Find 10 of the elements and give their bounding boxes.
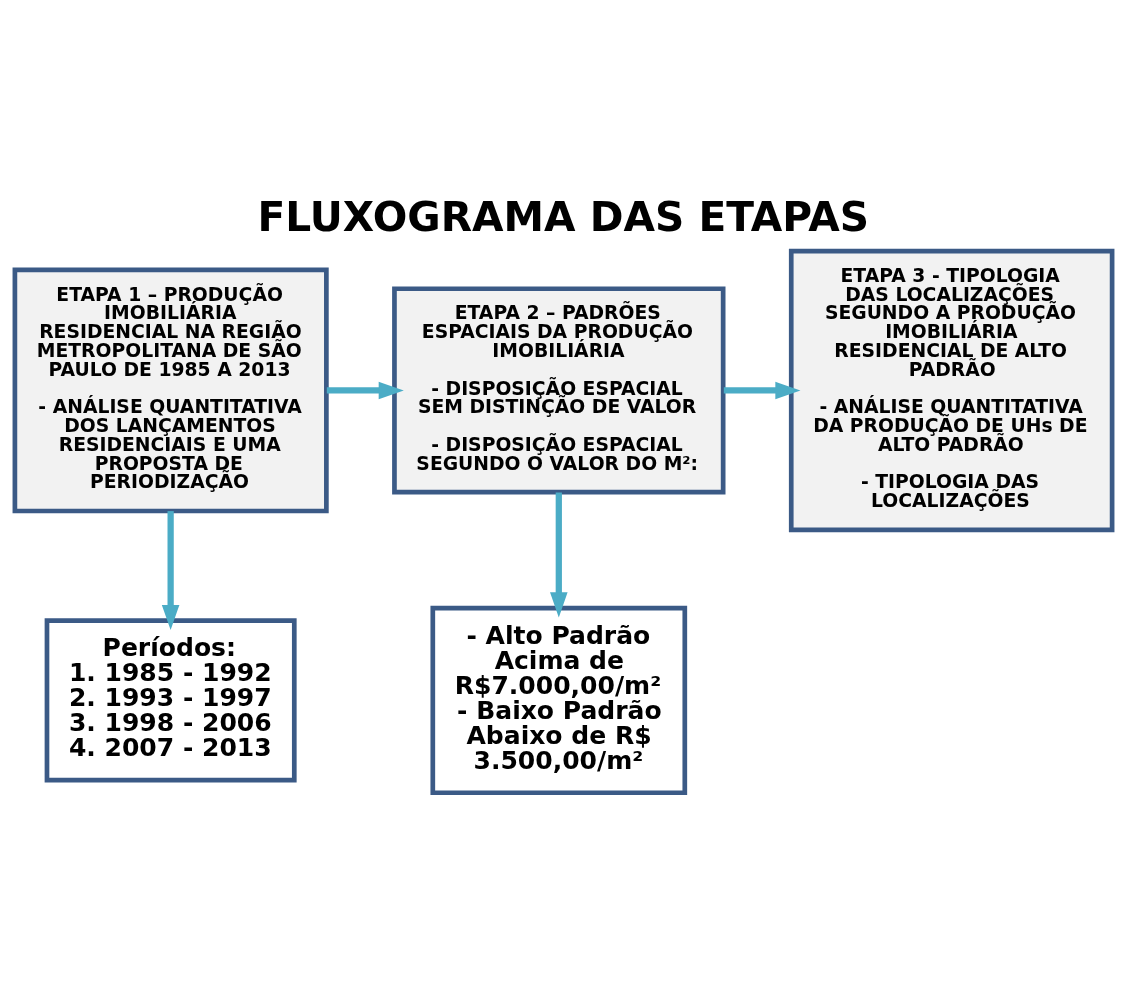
arrow xyxy=(550,492,568,617)
node-box: - Alto Padrão Acima de R$7.000,00/m² - Baixo Padrão Abaixo de R$ 3.500,00/m² xyxy=(430,605,688,795)
arrow xyxy=(161,510,180,630)
arrow xyxy=(326,381,404,399)
node-box: Períodos: 1. 1985 - 1992 2. 1993 - 1997 3. 1998 - 2006 4. 2007 - 2013 xyxy=(44,617,297,783)
arrow xyxy=(723,381,801,399)
diagram-title: FLUXOGRAMA DAS ETAPAS xyxy=(257,192,870,241)
node-box: ETAPA 1 – PRODUÇÃO IMOBILIÁRIA RESIDENCIAL NA REGIÃO METROPOLITANA DE SÃO PAULO DE 1985 A 2013 - ANÁLISE QUANTITATIVA DOS LANÇAMENTOS RESIDENCIAIS E UMA PROPOSTA DE PERIODIZAÇÃO xyxy=(12,267,329,513)
node-box: ETAPA 2 – PADRÕES ESPACIAIS DA PRODUÇÃO IMOBILIÁRIA - DISPOSIÇÃO ESPACIAL SEM DISTINÇÃO DE VALOR - DISPOSIÇÃO ESPACIAL SEGUNDO O VALOR DO M²: xyxy=(392,285,726,495)
node-box: ETAPA 3 - TIPOLOGIA DAS LOCALIZAÇÕES SEGUNDO A PRODUÇÃO IMOBILIÁRIA RESIDENCIAL DE ALTO PADRÃO - ANÁLISE QUANTITATIVA DA PRODUÇÃO DE UHs DE ALTO PADRÃO - TIPOLOGIA DAS LOCALIZAÇÕES xyxy=(788,248,1115,532)
